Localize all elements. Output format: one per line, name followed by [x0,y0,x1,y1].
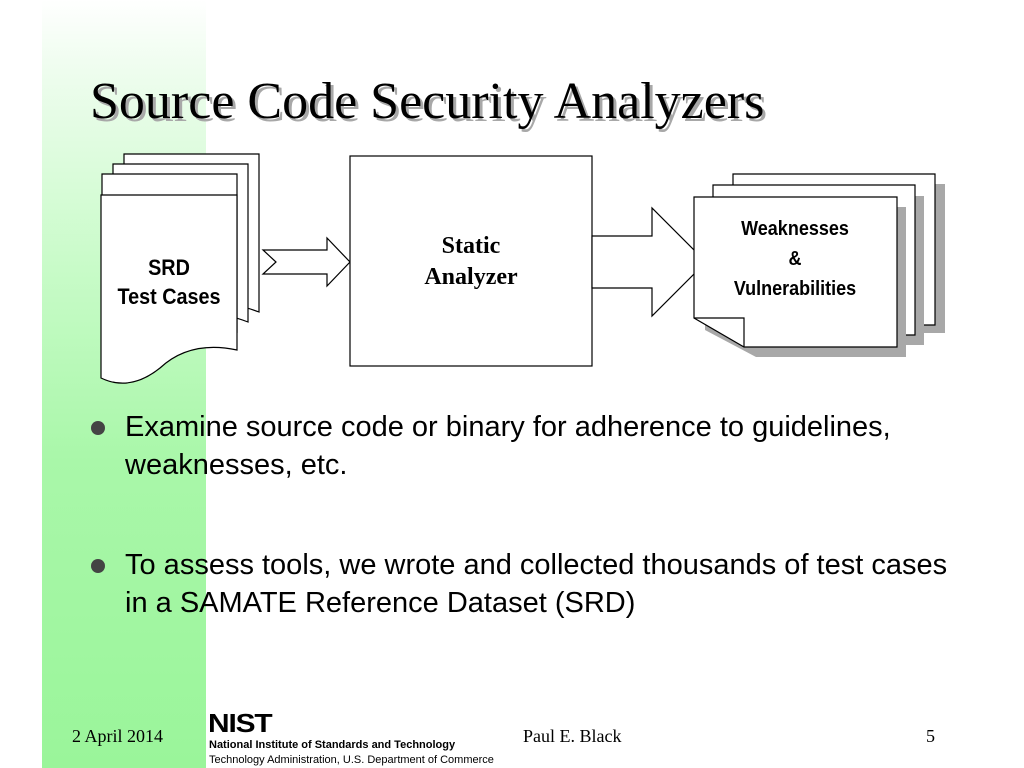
srd-label-line-2: Test Cases [117,283,221,309]
footer-date: 2 April 2014 [72,726,164,746]
footer-author: Paul E. Black [523,726,622,746]
weaknesses-label: Weaknesses & Vulnerabilities [720,214,869,304]
bullet-item: To assess tools, we wrote and collected … [88,546,968,622]
green-side-band [42,0,206,768]
flow-diagram: SRD Test Cases Static Analyzer Weaknesse… [100,153,945,384]
analyzer-label-line-1: Static [441,233,501,259]
static-analyzer-label: Static Analyzer [400,231,542,293]
output-page-curl [694,317,745,347]
nist-name-line: National Institute of Standards and Tech… [209,739,456,751]
bullet-dot-icon [91,559,105,573]
weak-label-line-3: Vulnerabilities [733,278,857,300]
srd-label-line-1: SRD [148,255,190,280]
static-analyzer-box [349,155,593,367]
nist-department-line: Technology Administration, U.S. Departme… [209,754,494,766]
weak-label-line-1: Weaknesses [741,218,849,240]
srd-label: SRD Test Cases [111,254,228,311]
output-document-stack [693,173,945,357]
nist-logo: NIST National Institute of Standards and… [208,708,508,768]
bullet-list: Examine source code or binary for adhere… [88,408,968,622]
srd-document-stack [100,153,260,384]
bullet-dot-icon [91,421,105,435]
srd-front-document [100,194,238,384]
page-number: 5 [926,726,935,746]
arrow-analyzer-to-output [591,206,707,318]
arrow-input-to-analyzer [261,236,351,288]
nist-wordmark: NIST [208,708,273,738]
bullet-text: Examine source code or binary for adhere… [125,411,891,481]
flow-diagram-shapes [100,153,945,384]
weak-label-line-2: & [788,248,802,270]
bullet-item: Examine source code or binary for adhere… [88,408,968,484]
analyzer-label-line-2: Analyzer [424,264,518,291]
output-front-document [693,196,898,348]
bullet-text: To assess tools, we wrote and collected … [125,549,948,619]
slide-title: Source Code Security Analyzers [90,73,765,130]
